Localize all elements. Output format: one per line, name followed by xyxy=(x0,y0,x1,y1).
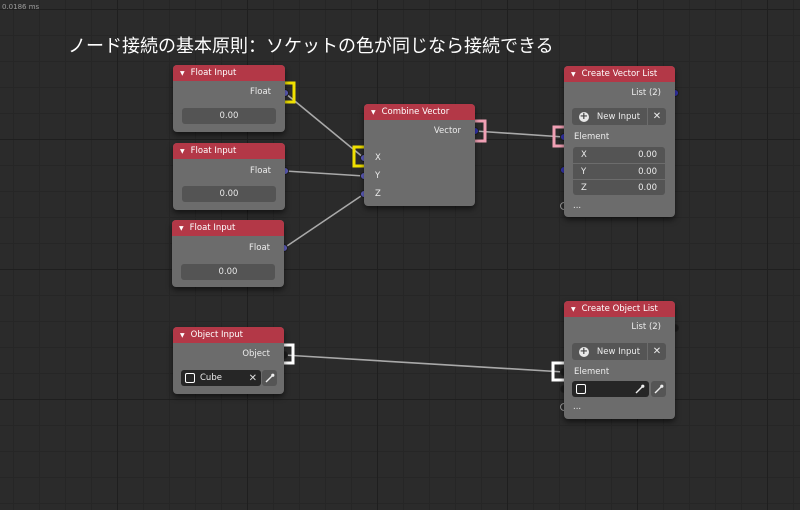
timing-readout: 0.0186 ms xyxy=(2,3,40,11)
input-label-y: Y xyxy=(375,171,381,181)
create-object-list-node[interactable]: ▼ Create Object List List (2) + New Inpu… xyxy=(564,301,675,419)
output-label: List (2) xyxy=(631,88,661,98)
output-label: Float xyxy=(249,243,270,253)
node-title: Float Input xyxy=(190,68,237,78)
create-vector-list-node[interactable]: ▼ Create Vector List List (2) + New Inpu… xyxy=(564,66,675,217)
output-label: List (2) xyxy=(631,322,661,332)
output-label: Object xyxy=(242,349,270,359)
output-label: Float xyxy=(250,87,271,97)
object-input-node[interactable]: ▼ Object Input Object Cube ✕ xyxy=(173,327,284,394)
field-value: 0.00 xyxy=(638,150,657,160)
eyedropper-icon xyxy=(265,373,274,383)
eyedropper-icon xyxy=(654,384,663,394)
node-title: Combine Vector xyxy=(381,107,450,117)
more-label: ... xyxy=(573,402,582,412)
input-label-x: X xyxy=(375,153,381,163)
node-header[interactable]: ▼ Create Vector List xyxy=(564,66,675,82)
node-title: Float Input xyxy=(189,223,236,233)
node-header[interactable]: ▼ Float Input xyxy=(173,143,285,159)
clear-icon[interactable]: ✕ xyxy=(248,372,257,384)
float-input-node-2[interactable]: ▼ Float Input Float 0.00 xyxy=(173,143,285,210)
collapse-icon[interactable]: ▼ xyxy=(371,108,376,116)
plus-icon: + xyxy=(578,110,589,122)
object-icon xyxy=(185,373,195,383)
new-input-bar: + New Input ✕ xyxy=(572,108,666,125)
float-value-field[interactable]: 0.00 xyxy=(182,108,276,124)
caption-text: ノード接続の基本原則：ソケットの色が同じなら接続できる xyxy=(68,36,554,57)
eyedropper-icon[interactable] xyxy=(635,384,645,394)
node-title: Float Input xyxy=(190,146,237,156)
object-selector[interactable] xyxy=(572,381,649,397)
eyedropper-button[interactable] xyxy=(262,370,277,386)
collapse-icon[interactable]: ▼ xyxy=(571,305,576,313)
node-header[interactable]: ▼ Float Input xyxy=(173,65,285,81)
collapse-icon[interactable]: ▼ xyxy=(179,224,184,232)
link-float2-y xyxy=(284,170,365,177)
element-label: Element xyxy=(574,367,610,377)
remove-input-button[interactable]: ✕ xyxy=(647,108,666,125)
field-label: Y xyxy=(581,166,587,177)
new-input-button[interactable]: + New Input xyxy=(572,108,647,125)
field-value: 0.00 xyxy=(638,166,657,177)
output-label: Vector xyxy=(433,126,461,136)
collapse-icon[interactable]: ▼ xyxy=(180,331,185,339)
vector-y-field[interactable]: Y 0.00 xyxy=(573,163,665,179)
node-title: Create Vector List xyxy=(581,69,658,79)
link-vector-element xyxy=(474,130,565,138)
element-label: Element xyxy=(574,132,610,142)
output-label: Float xyxy=(250,166,271,176)
field-label: X xyxy=(581,150,587,160)
vector-z-field[interactable]: Z 0.00 xyxy=(573,179,665,195)
node-header[interactable]: ▼ Combine Vector xyxy=(364,104,475,120)
node-header[interactable]: ▼ Float Input xyxy=(172,220,284,236)
vector-x-field[interactable]: X 0.00 xyxy=(573,147,665,163)
eyedropper-button[interactable] xyxy=(651,381,666,397)
object-selector[interactable]: Cube ✕ xyxy=(181,370,261,386)
new-input-bar: + New Input ✕ xyxy=(572,343,666,360)
float-value-field[interactable]: 0.00 xyxy=(181,264,275,280)
collapse-icon[interactable]: ▼ xyxy=(180,69,185,77)
node-title: Create Object List xyxy=(581,304,658,314)
float-input-node-3[interactable]: ▼ Float Input Float 0.00 xyxy=(172,220,284,287)
link-float1-x xyxy=(284,92,365,159)
object-name: Cube xyxy=(200,373,222,383)
input-label-z: Z xyxy=(375,189,381,199)
plus-icon: + xyxy=(578,345,589,357)
node-header[interactable]: ▼ Object Input xyxy=(173,327,284,343)
float-input-node-1[interactable]: ▼ Float Input Float 0.00 xyxy=(173,65,285,132)
field-label: Z xyxy=(581,182,587,193)
link-float3-z xyxy=(283,193,365,249)
object-icon xyxy=(576,384,586,394)
combine-vector-node[interactable]: ▼ Combine Vector Vector X Y Z xyxy=(364,104,475,206)
new-input-label: New Input xyxy=(596,346,641,357)
new-input-button[interactable]: + New Input xyxy=(572,343,647,360)
new-input-label: New Input xyxy=(596,111,641,122)
node-header[interactable]: ▼ Create Object List xyxy=(564,301,675,317)
collapse-icon[interactable]: ▼ xyxy=(180,147,185,155)
link-object-element xyxy=(283,354,565,373)
collapse-icon[interactable]: ▼ xyxy=(571,70,576,78)
node-title: Object Input xyxy=(190,330,244,340)
float-value-field[interactable]: 0.00 xyxy=(182,186,276,202)
more-label: ... xyxy=(573,201,582,211)
remove-input-button[interactable]: ✕ xyxy=(647,343,666,360)
field-value: 0.00 xyxy=(638,182,657,193)
